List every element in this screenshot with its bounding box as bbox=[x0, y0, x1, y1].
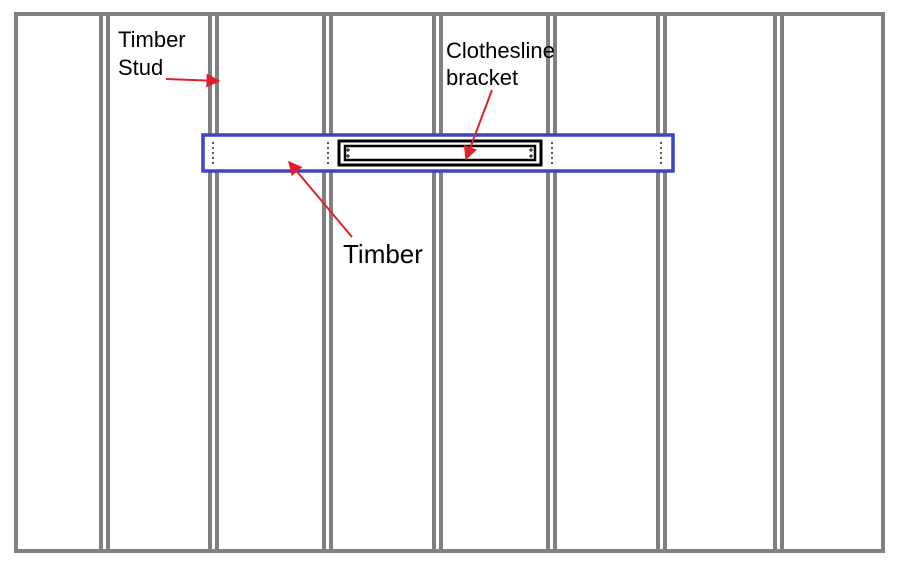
timber-studs bbox=[99, 14, 784, 551]
clothesline-bracket bbox=[337, 139, 543, 167]
timber-stud bbox=[99, 14, 110, 551]
timber-fixings bbox=[212, 142, 662, 164]
timber-stud-arrow bbox=[165, 73, 221, 88]
timber-stud bbox=[322, 14, 333, 551]
timber-stud-label-line2: Stud bbox=[118, 55, 163, 80]
timber-stud-label-line1: Timber bbox=[118, 27, 186, 52]
bracket-label-line2: bracket bbox=[446, 65, 518, 90]
fixing-dots bbox=[212, 142, 214, 164]
timber-label: Timber bbox=[343, 239, 423, 269]
fixing-dots bbox=[551, 142, 553, 164]
fixing-dots bbox=[327, 142, 329, 164]
wall-frame-outline bbox=[14, 12, 885, 553]
timber-stud bbox=[208, 14, 219, 551]
bracket-screws bbox=[346, 148, 533, 158]
timber-stud bbox=[546, 14, 557, 551]
timber-stud bbox=[773, 14, 784, 551]
bracket-arrow bbox=[463, 89, 493, 161]
timber-stud bbox=[656, 14, 667, 551]
timber-stud bbox=[432, 14, 443, 551]
timber-arrow bbox=[288, 160, 353, 238]
fixing-dots bbox=[660, 142, 662, 164]
bracket-label-line1: Clothesline bbox=[446, 38, 555, 63]
